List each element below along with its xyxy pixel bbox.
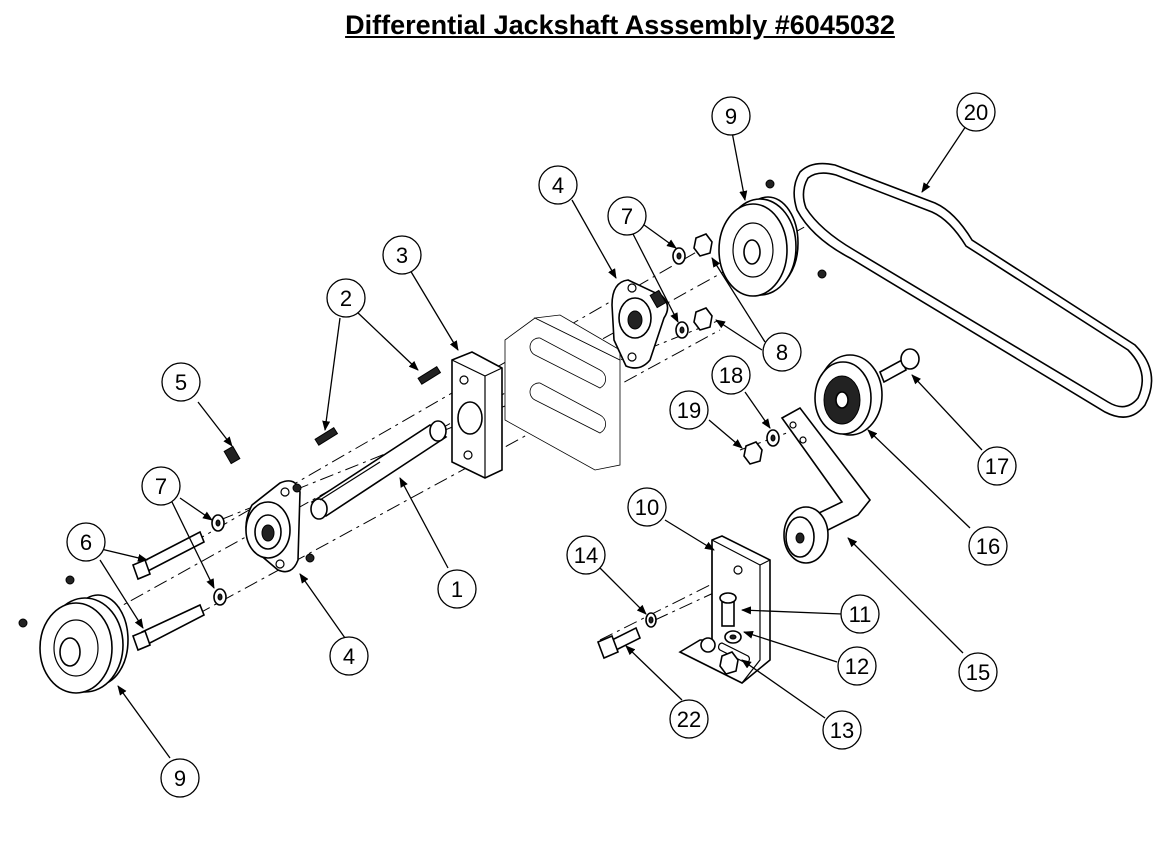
callout-bubble-9-top: 9 <box>711 96 751 136</box>
shaft-keys <box>314 365 442 446</box>
callout-label-2: 2 <box>340 286 352 311</box>
callout-bubble-7-top: 7 <box>607 196 647 236</box>
center-lines <box>59 209 836 641</box>
callout-label-9-bottom: 9 <box>174 766 186 791</box>
callout-bubble-16: 16 <box>968 526 1008 566</box>
callout-label-20: 20 <box>964 100 988 125</box>
callout-bubble-18: 18 <box>711 355 751 395</box>
callout-bubble-19: 19 <box>669 390 709 430</box>
callout-label-12: 12 <box>845 654 869 679</box>
callout-label-1: 1 <box>451 577 463 602</box>
callout-bubble-13: 13 <box>822 710 862 750</box>
callout-bubble-3: 3 <box>382 235 422 275</box>
callout-label-11: 11 <box>849 602 872 627</box>
callout-label-18: 18 <box>719 363 743 388</box>
callout-label-10: 10 <box>635 495 659 520</box>
callout-bubble-7-left: 7 <box>141 466 181 506</box>
callout-label-4-top: 4 <box>552 173 564 198</box>
washers-and-nuts-top <box>672 233 713 339</box>
spacer-block <box>451 351 503 479</box>
v-belt <box>793 162 1153 418</box>
callout-bubble-8: 8 <box>762 332 802 372</box>
callout-bubble-4-top: 4 <box>538 165 578 205</box>
callout-label-17: 17 <box>985 454 1009 479</box>
callout-label-8: 8 <box>776 340 788 365</box>
callout-bubble-11: 11 <box>840 594 880 634</box>
callout-label-7-left: 7 <box>155 474 167 499</box>
callout-label-9-top: 9 <box>725 104 737 129</box>
set-screw <box>223 445 241 465</box>
callout-label-19: 19 <box>677 398 701 423</box>
slotted-mounting-plate <box>504 314 621 471</box>
callout-bubble-17: 17 <box>977 446 1017 486</box>
callout-label-14: 14 <box>574 543 598 568</box>
diagram-title: Differential Jackshaft Asssembly #604503… <box>345 10 895 40</box>
callout-label-16: 16 <box>976 534 1000 559</box>
callout-label-7-top: 7 <box>621 204 633 229</box>
pulley-bottom-left <box>18 575 129 694</box>
callout-label-6: 6 <box>80 530 92 555</box>
callout-bubble-10: 10 <box>627 487 667 527</box>
callout-bubble-5: 5 <box>161 362 201 402</box>
jackshaft <box>310 420 448 520</box>
callout-label-3: 3 <box>396 243 408 268</box>
callout-label-4-bottom: 4 <box>343 644 355 669</box>
callout-label-5: 5 <box>175 370 187 395</box>
callout-bubble-14: 14 <box>566 535 606 575</box>
bracket-hardware <box>596 592 742 675</box>
callout-label-15: 15 <box>966 660 990 685</box>
callout-bubble-4-bottom: 4 <box>329 636 369 676</box>
pulley-top <box>718 179 827 297</box>
flange-bearing-left <box>245 480 315 573</box>
callout-bubble-20: 20 <box>956 92 996 132</box>
callout-bubble-9-bottom: 9 <box>160 758 200 798</box>
idler-arm <box>780 406 872 564</box>
washer-and-nut-arm <box>743 429 780 465</box>
callout-bubble-12: 12 <box>837 646 877 686</box>
callout-bubble-15: 15 <box>958 652 998 692</box>
idler-pulley <box>814 354 883 436</box>
callout-bubble-1: 1 <box>437 569 477 609</box>
callout-bubble-6: 6 <box>66 522 106 562</box>
shoulder-bolt <box>878 348 920 384</box>
callout-label-13: 13 <box>830 718 854 743</box>
callout-bubble-2: 2 <box>326 278 366 318</box>
bolts-and-washers-left <box>131 514 227 652</box>
callout-bubble-22: 22 <box>669 699 709 739</box>
flange-bearing-top <box>611 279 669 369</box>
callout-label-22: 22 <box>677 707 701 732</box>
leader-lines <box>99 125 983 759</box>
